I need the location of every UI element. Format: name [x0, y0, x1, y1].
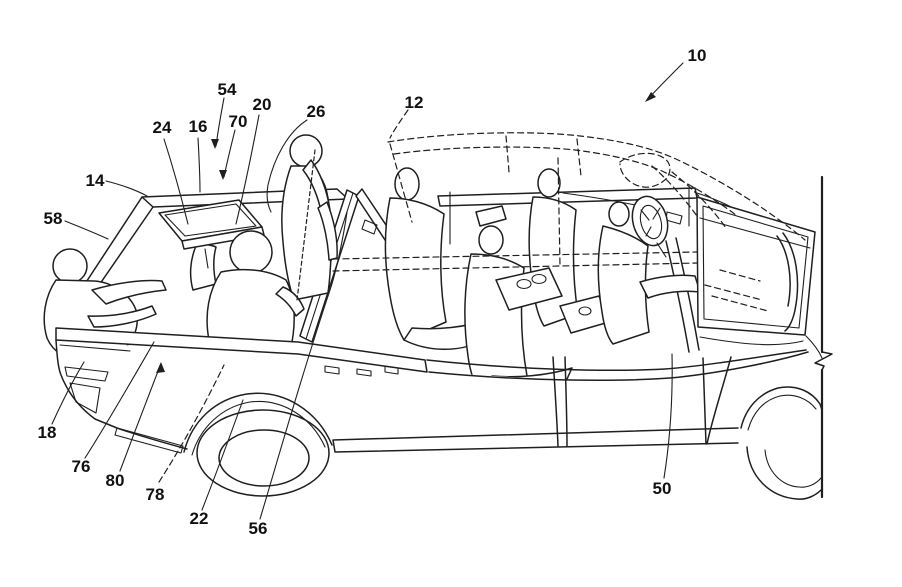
cowl-line — [699, 335, 823, 359]
ref-label-22: 22 — [190, 509, 209, 528]
rear-tire — [196, 409, 330, 497]
front-left-headrest — [478, 225, 504, 255]
ref-label-12: 12 — [405, 93, 424, 112]
ref-label-76: 76 — [72, 457, 91, 476]
leader-56 — [259, 211, 348, 520]
windshield-panel — [696, 196, 816, 336]
reference-labels: 10 12 54 20 26 70 24 16 14 58 18 76 80 78 22 56 50 — [38, 46, 707, 538]
ref-label-14: 14 — [86, 171, 105, 190]
body-side-panel — [56, 340, 822, 497]
taillight-upper — [64, 366, 109, 382]
cab-sill — [426, 349, 809, 381]
steering-wheel — [631, 195, 669, 247]
leader-24 — [163, 138, 189, 225]
leader-26 — [266, 119, 308, 213]
leader-12 — [389, 109, 409, 139]
ref-label-20: 20 — [253, 95, 272, 114]
leader-22 — [201, 399, 244, 511]
ref-label-50: 50 — [653, 479, 672, 498]
arrowhead-54 — [211, 139, 219, 149]
roof-pillars — [389, 135, 582, 267]
driver-headrest — [608, 201, 630, 227]
mirror-outline — [619, 152, 671, 188]
standing-occupant-head — [289, 134, 323, 168]
rocker-panel — [332, 427, 739, 453]
sill-details — [324, 365, 399, 377]
leader-54 — [215, 97, 225, 147]
leader-70 — [223, 129, 236, 178]
ghost-outlines — [158, 132, 806, 483]
taillight-lower — [69, 382, 101, 414]
rear-wheel-arch — [183, 392, 333, 453]
driver-seat — [597, 225, 650, 345]
arrowhead-70 — [219, 170, 227, 180]
ref-label-10: 10 — [688, 46, 707, 65]
leader-58 — [64, 220, 109, 240]
leader-16 — [197, 137, 201, 193]
bed-jump-seat — [189, 243, 217, 291]
ref-label-16: 16 — [189, 117, 208, 136]
windshield-ghost — [651, 165, 727, 229]
ref-label-70: 70 — [229, 112, 248, 131]
b-pillar-base — [552, 356, 568, 447]
a-pillar-arc — [776, 232, 799, 332]
seated-occupant-head — [229, 230, 273, 274]
leader-80 — [119, 365, 161, 472]
ref-label-54: 54 — [218, 80, 237, 99]
front-wheel-arch — [740, 386, 823, 429]
arrowhead-80 — [156, 362, 165, 373]
leader-lines — [51, 62, 684, 520]
bed-occupants — [43, 134, 338, 361]
glass-hatch — [704, 269, 769, 312]
roof-outline-upper — [387, 132, 806, 241]
standing-occupant-belt — [296, 149, 316, 301]
ref-label-18: 18 — [38, 423, 57, 442]
rear-rim — [218, 429, 310, 487]
rear-step — [114, 427, 184, 454]
roof-outline-lower — [393, 146, 737, 216]
ref-label-58: 58 — [44, 209, 63, 228]
rear-right-headrest — [537, 168, 561, 198]
front-tire — [746, 446, 822, 500]
leader-78 — [158, 364, 225, 483]
beltline-ghost — [332, 251, 698, 272]
arrowhead-10 — [645, 92, 656, 102]
truck-body — [55, 327, 823, 497]
ref-label-24: 24 — [153, 118, 172, 137]
leader-50 — [663, 353, 673, 479]
ref-label-26: 26 — [307, 102, 326, 121]
a-pillar-base — [702, 356, 732, 445]
break-line-zigzag — [814, 351, 833, 371]
ref-label-56: 56 — [249, 519, 268, 538]
wheels — [183, 175, 833, 500]
ref-label-78: 78 — [146, 485, 165, 504]
ref-label-80: 80 — [106, 471, 125, 490]
leader-20 — [235, 114, 260, 225]
leader-18 — [51, 361, 85, 425]
leader-14 — [105, 180, 148, 197]
leaning-occupant-head — [52, 248, 88, 284]
leader-76 — [84, 341, 155, 459]
